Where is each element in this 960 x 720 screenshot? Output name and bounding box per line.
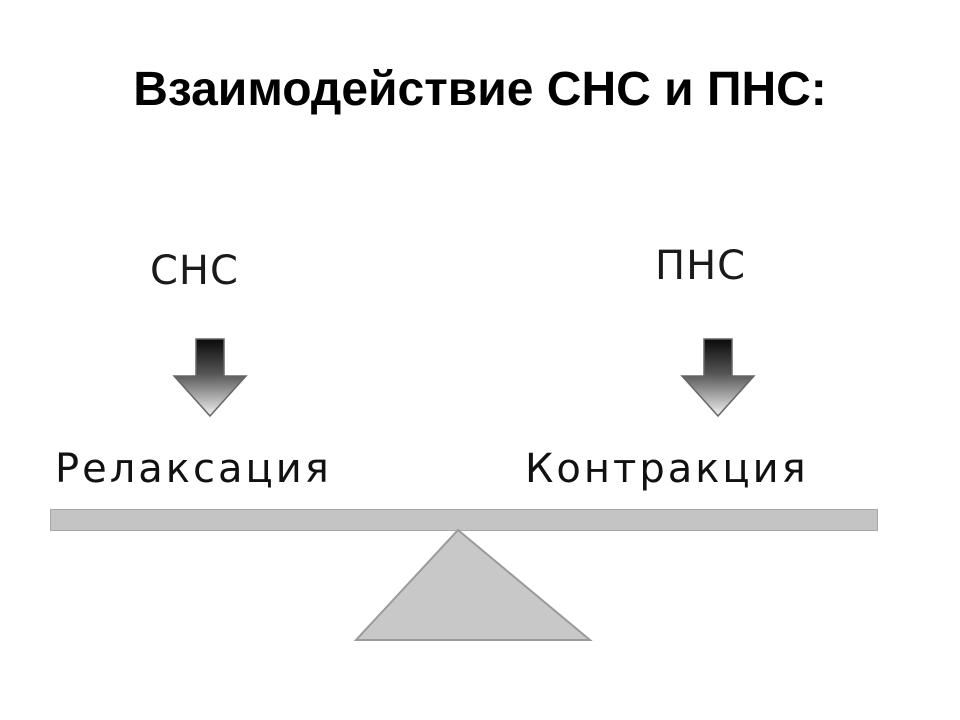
down-arrow-icon (172, 338, 248, 418)
down-arrow-icon (680, 338, 756, 418)
relaxation-label: Релаксация (55, 446, 332, 492)
page-title: Взаимодействие СНС и ПНС: (133, 63, 827, 116)
snc-label: СНС (150, 248, 239, 294)
contraction-label: Контракция (525, 446, 809, 492)
balance-beam (50, 509, 878, 531)
fulcrum-triangle (353, 528, 593, 641)
pnc-label: ПНС (655, 243, 747, 289)
